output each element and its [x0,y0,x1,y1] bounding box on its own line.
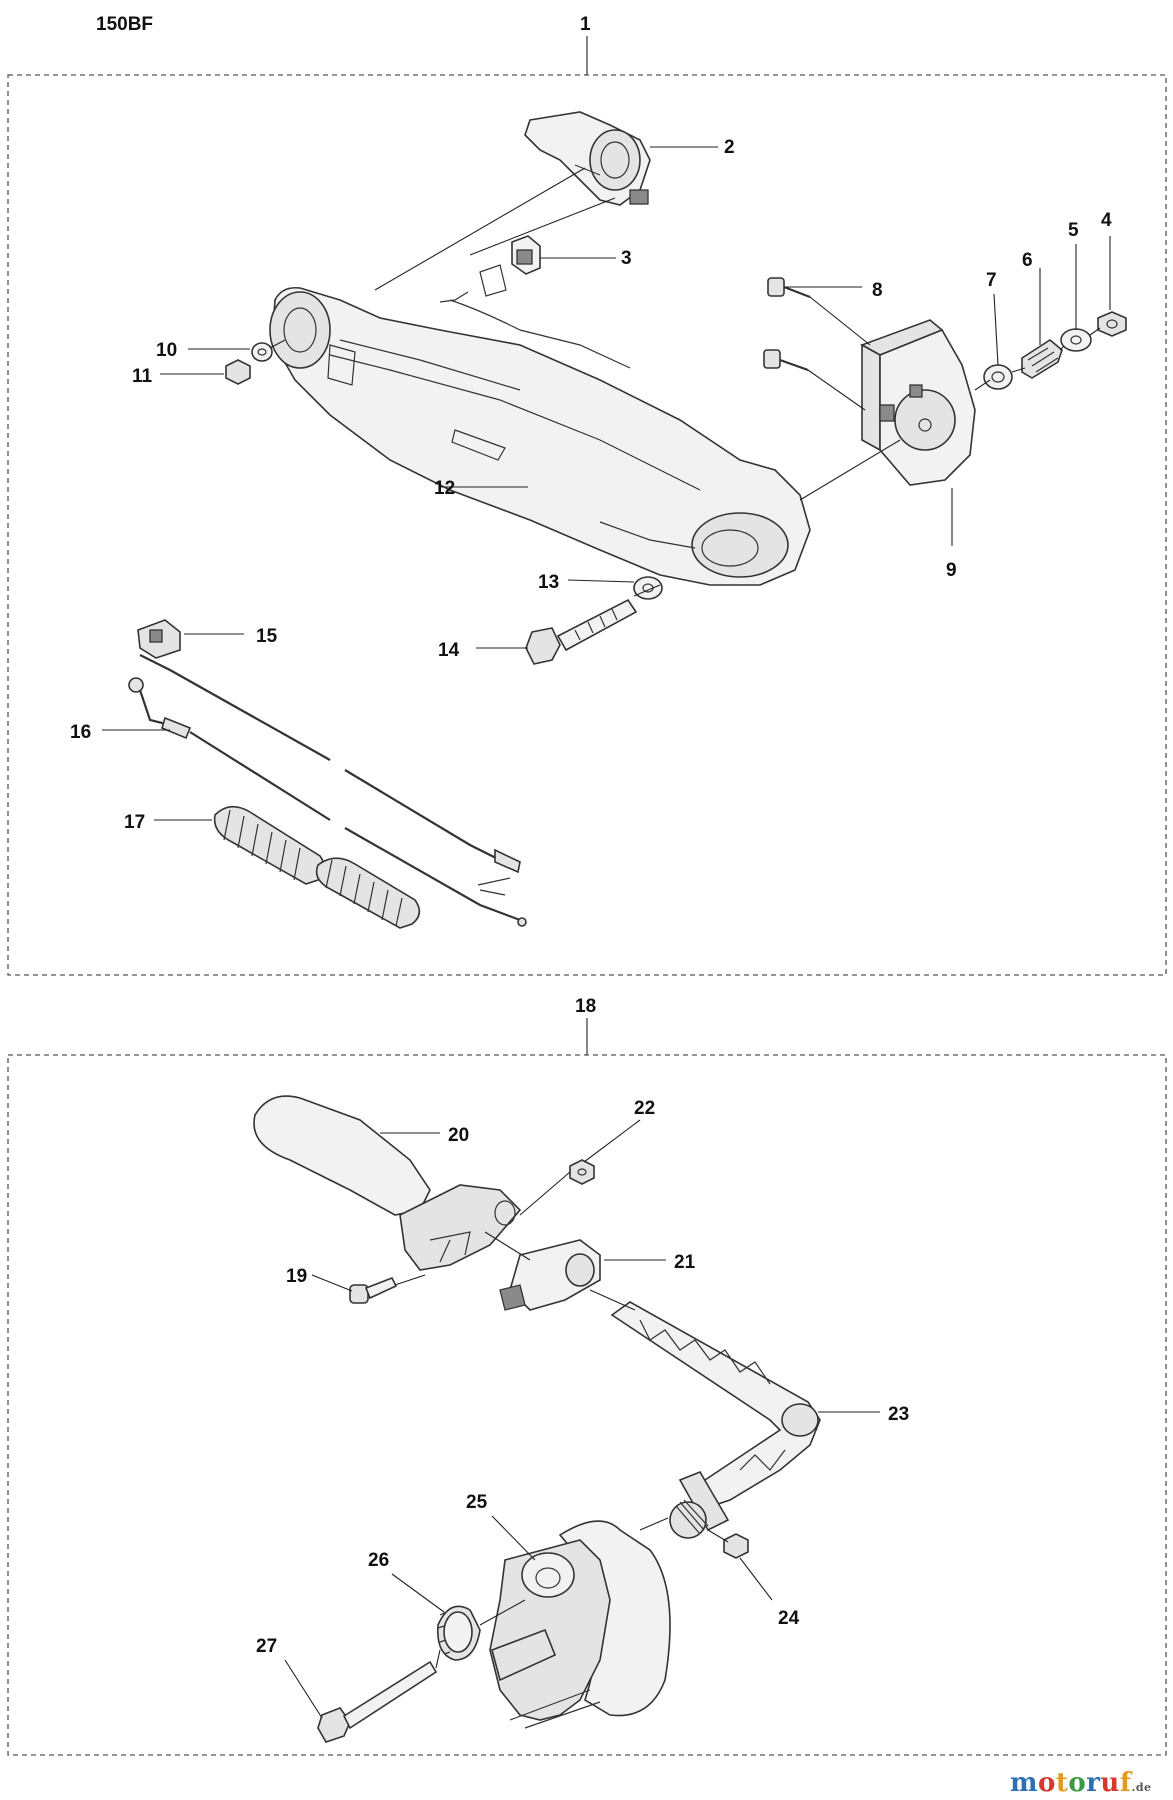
part-3-switch [439,235,541,303]
part-14-bolt [525,598,638,665]
part-4-nut [1097,311,1127,337]
callout-14: 14 [438,640,460,661]
callout-numbers: 1 2 3 4 5 6 7 8 9 10 11 12 13 14 15 16 1… [70,14,1112,1657]
callout-2: 2 [724,137,735,158]
callout-20: 20 [448,1125,469,1146]
callout-7: 7 [986,270,997,291]
part-25-clamp-ring [489,1520,671,1729]
callout-21: 21 [674,1252,696,1273]
part-27-bolt [317,1660,438,1743]
part-21-clamp [499,1239,601,1311]
part-24-nut [723,1533,749,1559]
callout-10: 10 [156,340,177,361]
part-2-clamp [524,111,651,206]
part-13-washer [633,576,663,600]
callout-9: 9 [946,560,957,581]
part-22-nut [569,1159,595,1185]
part-11-nut [225,359,251,385]
callout-3: 3 [621,248,632,269]
callout-17: 17 [124,812,145,833]
part-10-washer [251,342,273,362]
callout-25: 25 [466,1492,488,1513]
callout-23: 23 [888,1404,909,1425]
callout-26: 26 [368,1550,389,1571]
part-17-springs [213,805,421,929]
part-9-bracket [860,319,976,486]
guide-lines-group-18 [394,1171,729,1669]
model-label: 150BF [96,14,154,35]
part-23-bar [610,1301,821,1539]
part-26-knob [437,1605,481,1661]
callout-19: 19 [286,1266,307,1287]
part-12-arm [269,286,811,586]
callout-11: 11 [132,366,153,387]
part-15-16-cables [128,619,527,927]
callout-18: 18 [575,996,596,1017]
part-8-bolts [763,277,811,372]
callout-6: 6 [1022,250,1033,271]
guide-lines-group-1 [269,167,1101,597]
part-20-grip [253,1095,522,1271]
callout-27: 27 [256,1636,277,1657]
callout-16: 16 [70,722,91,743]
callout-1: 1 [580,14,591,35]
callout-12: 12 [434,478,455,499]
callout-8: 8 [872,280,883,301]
callout-24: 24 [778,1608,800,1629]
part-6-spring [1021,339,1063,379]
part-5-washer [1060,328,1092,352]
callout-13: 13 [538,572,559,593]
part-7-washer [983,364,1013,390]
watermark-logo: motoruf.de [1010,1768,1152,1798]
callout-4: 4 [1101,210,1112,231]
callout-15: 15 [256,626,278,647]
part-19-screw [349,1276,398,1304]
callout-22: 22 [634,1098,655,1119]
callout-5: 5 [1068,220,1079,241]
